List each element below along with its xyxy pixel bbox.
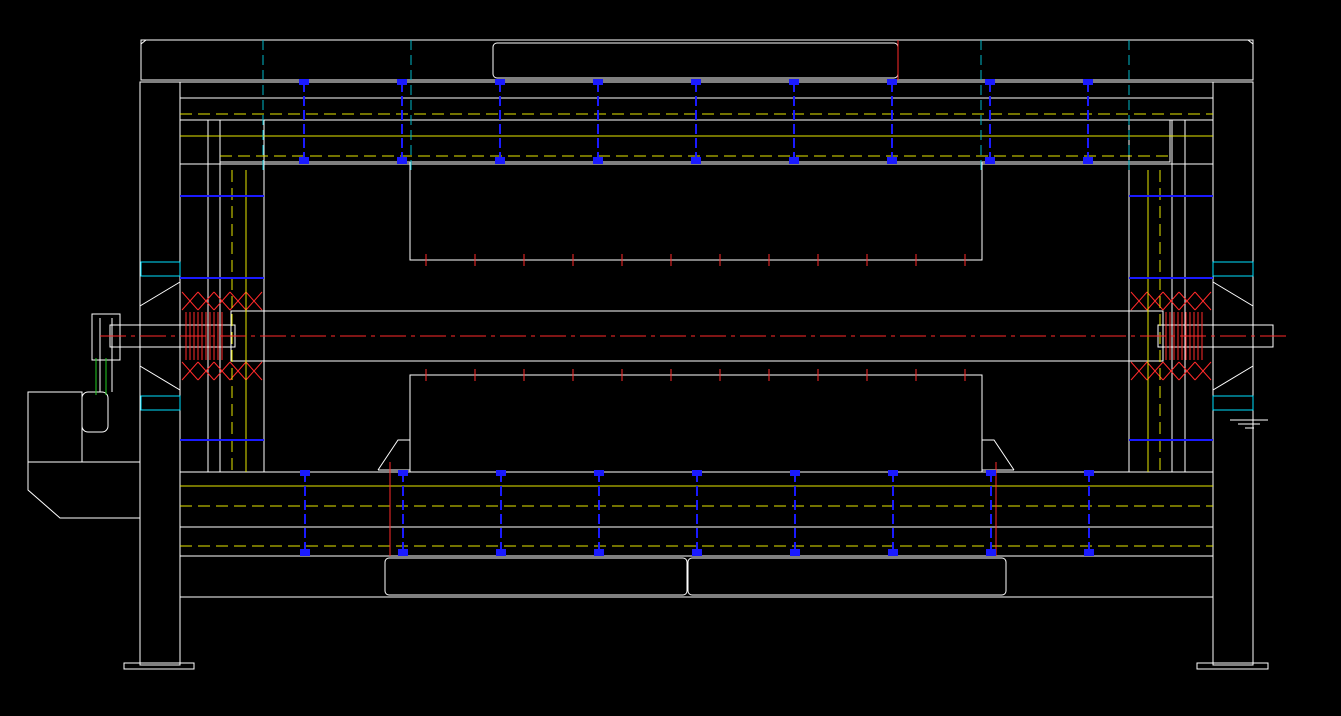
left-wedge xyxy=(377,439,410,471)
upper-bolt-nut xyxy=(691,157,701,164)
lower-bolt-head xyxy=(300,470,310,476)
side-bolts xyxy=(180,195,1213,441)
upper-bolt-nut xyxy=(495,157,505,164)
machine-frame xyxy=(27,39,1274,670)
lower-bolt-head xyxy=(398,470,408,476)
right-wedge xyxy=(982,439,1015,471)
lower-bolt-head xyxy=(790,470,800,476)
lower-bolt-head xyxy=(692,470,702,476)
hatch-line xyxy=(229,361,247,381)
hatch-line xyxy=(181,291,199,311)
gear-motor-box xyxy=(27,391,83,463)
upper-housing xyxy=(179,81,1214,165)
lower-bolt-row xyxy=(300,470,1094,556)
hatch-line xyxy=(1146,291,1164,311)
lower-bolt-head xyxy=(496,470,506,476)
upper-bolt-nut xyxy=(397,157,407,164)
lower-bolt-nut xyxy=(300,549,310,556)
left-column xyxy=(139,81,181,666)
upper-bolt-nut xyxy=(1083,157,1093,164)
upper-bolt-head xyxy=(299,79,309,85)
lower-bolt-nut xyxy=(986,549,996,556)
hatch-line xyxy=(213,361,231,381)
hatch-line xyxy=(1178,361,1196,381)
right-column xyxy=(1212,81,1254,666)
upper-bolt-nut xyxy=(985,157,995,164)
shaft-extension-right xyxy=(1157,324,1274,348)
upper-bolt-nut xyxy=(789,157,799,164)
left-side-frame xyxy=(179,119,265,473)
upper-roll-block xyxy=(409,161,983,261)
cyan-centerlines xyxy=(262,40,1130,170)
lower-bolt-nut xyxy=(790,549,800,556)
top-beam-channel xyxy=(492,42,899,79)
upper-bolt-head xyxy=(1083,79,1093,85)
lower-bolt-nut xyxy=(594,549,604,556)
right-column-foot xyxy=(1196,662,1269,670)
hatch-line xyxy=(1178,291,1196,311)
red-centerlines xyxy=(100,40,1290,556)
hatch-line xyxy=(1194,291,1212,311)
upper-bolt-head xyxy=(789,79,799,85)
hatch-line xyxy=(245,361,263,381)
hatch-line xyxy=(197,291,215,311)
hatch-line xyxy=(245,291,263,311)
hatch-line xyxy=(1130,291,1148,311)
lower-bolt-nut xyxy=(496,549,506,556)
left-column-foot xyxy=(123,662,195,670)
lower-bolt-nut xyxy=(692,549,702,556)
upper-bolt-head xyxy=(887,79,897,85)
upper-bolt-nut xyxy=(593,157,603,164)
upper-bolt-head xyxy=(593,79,603,85)
bottom-beam-channel-left xyxy=(384,557,688,596)
upper-bolt-head xyxy=(495,79,505,85)
top-beam xyxy=(140,39,1254,81)
lower-bolt-nut xyxy=(1084,549,1094,556)
hatch-line xyxy=(229,291,247,311)
hatch-line xyxy=(197,361,215,381)
upper-bolt-head xyxy=(985,79,995,85)
bottom-beam-channel-right xyxy=(687,557,1007,596)
lower-bolt-nut xyxy=(888,549,898,556)
gear-motor-base xyxy=(27,461,141,519)
right-side-frame xyxy=(1128,119,1214,473)
packing-hatches xyxy=(181,291,1212,381)
roll-tick-marks xyxy=(425,254,966,381)
right-bracket xyxy=(1230,419,1268,429)
hatch-line xyxy=(1162,361,1180,381)
bottom-beam xyxy=(179,555,1214,598)
hatch-line xyxy=(1162,291,1180,311)
hatch-line xyxy=(1146,361,1164,381)
hatch-line xyxy=(1130,361,1148,381)
lower-bolt-head xyxy=(888,470,898,476)
hatch-line xyxy=(181,361,199,381)
lower-bolt-head xyxy=(986,470,996,476)
upper-bolt-head xyxy=(397,79,407,85)
lower-bolt-head xyxy=(594,470,604,476)
lower-bolt-nut xyxy=(398,549,408,556)
upper-bolt-nut xyxy=(299,157,309,164)
lower-bolt-head xyxy=(1084,470,1094,476)
motor-pulley xyxy=(81,391,109,433)
upper-bolt-head xyxy=(691,79,701,85)
drive-belt xyxy=(95,358,107,395)
upper-bolt-nut xyxy=(887,157,897,164)
right-bearing-cone xyxy=(1212,281,1254,391)
left-bearing-cone xyxy=(139,281,181,391)
hatch-line xyxy=(213,291,231,311)
hatch-line xyxy=(1194,361,1212,381)
lower-roll-block xyxy=(409,374,983,473)
upper-bolt-row xyxy=(299,79,1093,164)
top-beam-left-flange xyxy=(140,39,147,78)
top-beam-right-flange xyxy=(1247,39,1254,78)
drive-sprocket xyxy=(91,313,121,361)
seal-blocks xyxy=(140,261,1254,411)
